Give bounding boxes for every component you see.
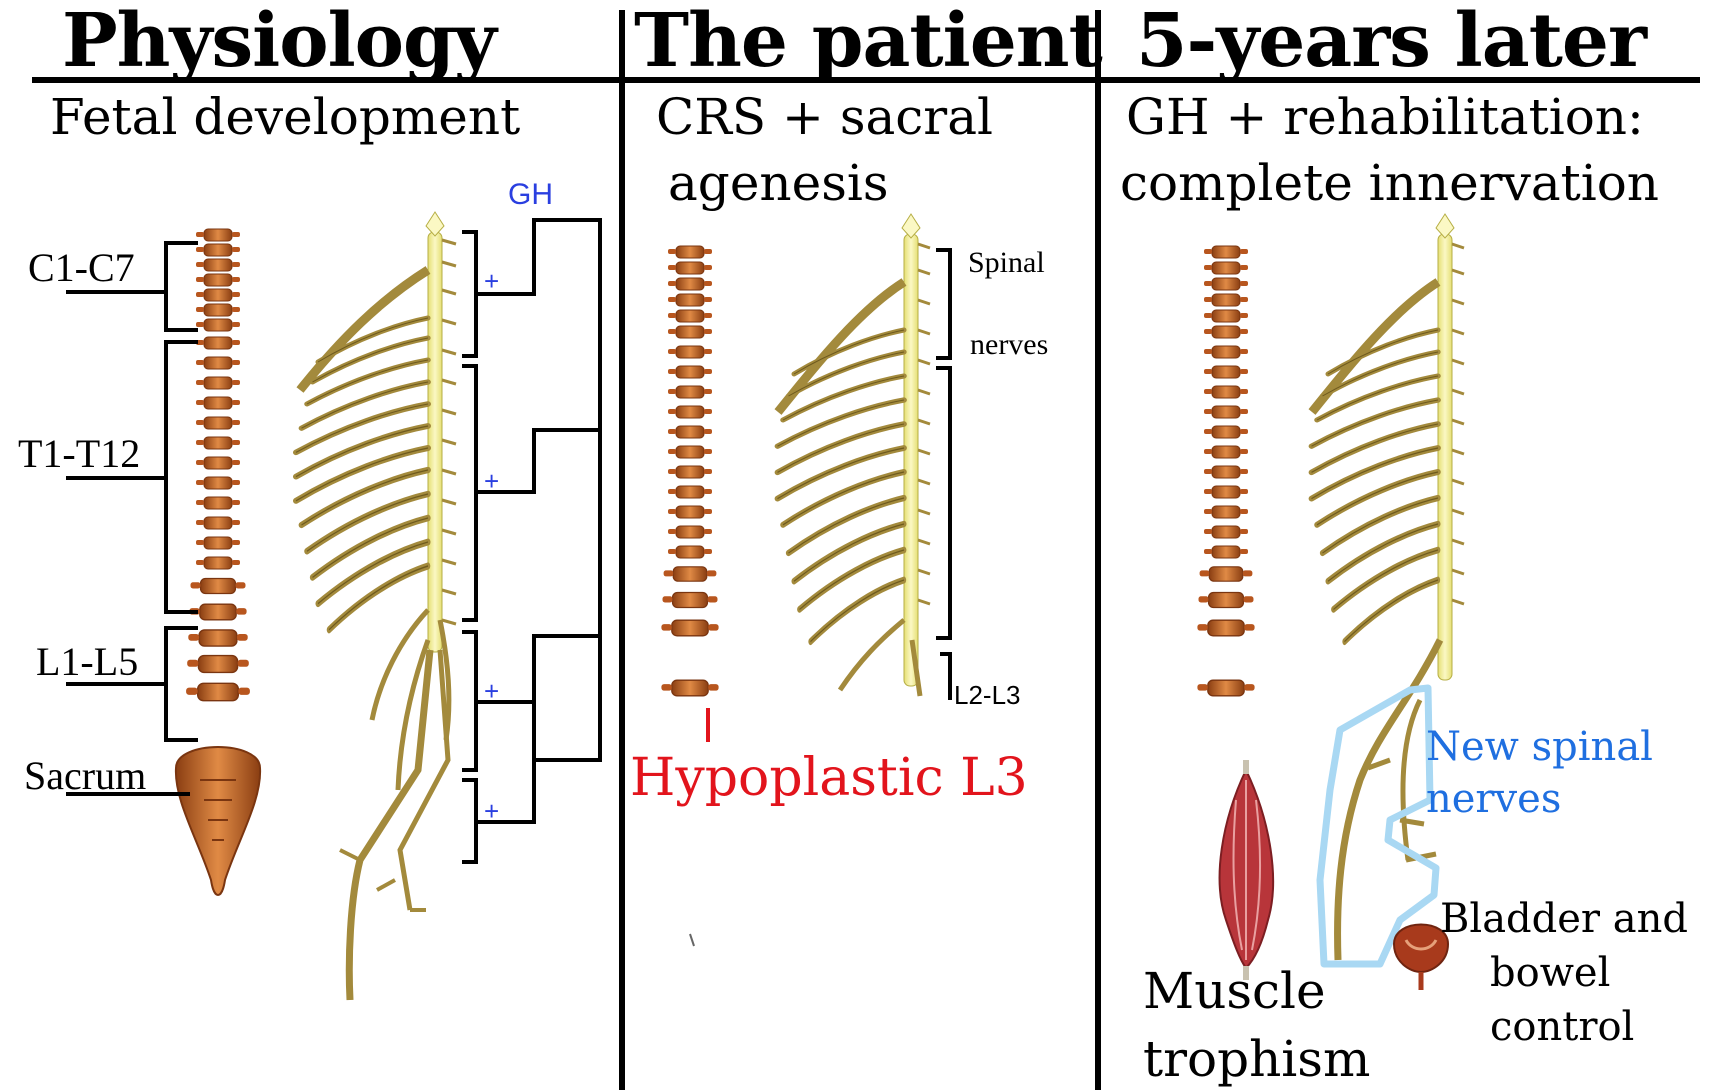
new-nerves-outline xyxy=(1316,684,1440,968)
spinal-nerves-label-line2: nerves xyxy=(970,328,1049,361)
physiology-title: Physiology xyxy=(62,0,497,84)
region-label-sacrum: Sacrum xyxy=(24,753,147,798)
gh-plus-1: + xyxy=(484,266,500,296)
patient-subtitle-line1: CRS + sacral xyxy=(656,88,994,146)
muscle-label-line1: Muscle xyxy=(1143,962,1326,1020)
gh-plus-2: + xyxy=(484,466,500,496)
later-spine-column xyxy=(1196,245,1256,697)
patient-spinal-cord xyxy=(774,213,931,697)
spinal-cord-illustration xyxy=(296,211,457,1001)
patient-title: The patient xyxy=(634,0,1103,84)
bladder-label-line3: control xyxy=(1490,1004,1635,1050)
gh-plus-4: + xyxy=(484,796,500,826)
new-nerves-label-line2: nerves xyxy=(1426,776,1562,822)
region-brackets xyxy=(66,241,198,796)
bladder-label-line2: bowel xyxy=(1490,950,1611,996)
spinal-nerves-label-line1: Spinal xyxy=(968,246,1045,279)
muscle-icon xyxy=(1218,760,1275,980)
gh-plus-3: + xyxy=(484,676,500,706)
bladder-icon xyxy=(1392,923,1450,990)
physiology-subtitle: Fetal development xyxy=(50,88,521,146)
muscle-label-line2: trophism xyxy=(1143,1030,1371,1088)
patient-subtitle-line2: agenesis xyxy=(668,154,889,212)
new-nerves-label-line1: New spinal xyxy=(1426,724,1653,770)
l2-l3-label: L2-L3 xyxy=(954,680,1021,710)
gh-bracket-tree xyxy=(462,218,602,864)
bladder-label-line1: Bladder and xyxy=(1440,896,1688,942)
spine-column xyxy=(174,228,262,896)
later-subtitle-line2: complete innervation xyxy=(1120,154,1660,212)
later-subtitle-line1: GH + rehabilitation: xyxy=(1126,88,1644,146)
later-title: 5-years later xyxy=(1136,0,1647,84)
region-label-cervical: C1-C7 xyxy=(28,245,135,290)
patient-brackets xyxy=(936,248,952,700)
hypoplastic-l3-label: Hypoplastic L3 xyxy=(630,748,1028,808)
gh-label: GH xyxy=(508,178,553,211)
later-spinal-cord xyxy=(1308,213,1465,961)
region-label-lumbar: L1-L5 xyxy=(36,639,139,684)
region-label-thoracic: T1-T12 xyxy=(18,431,141,476)
